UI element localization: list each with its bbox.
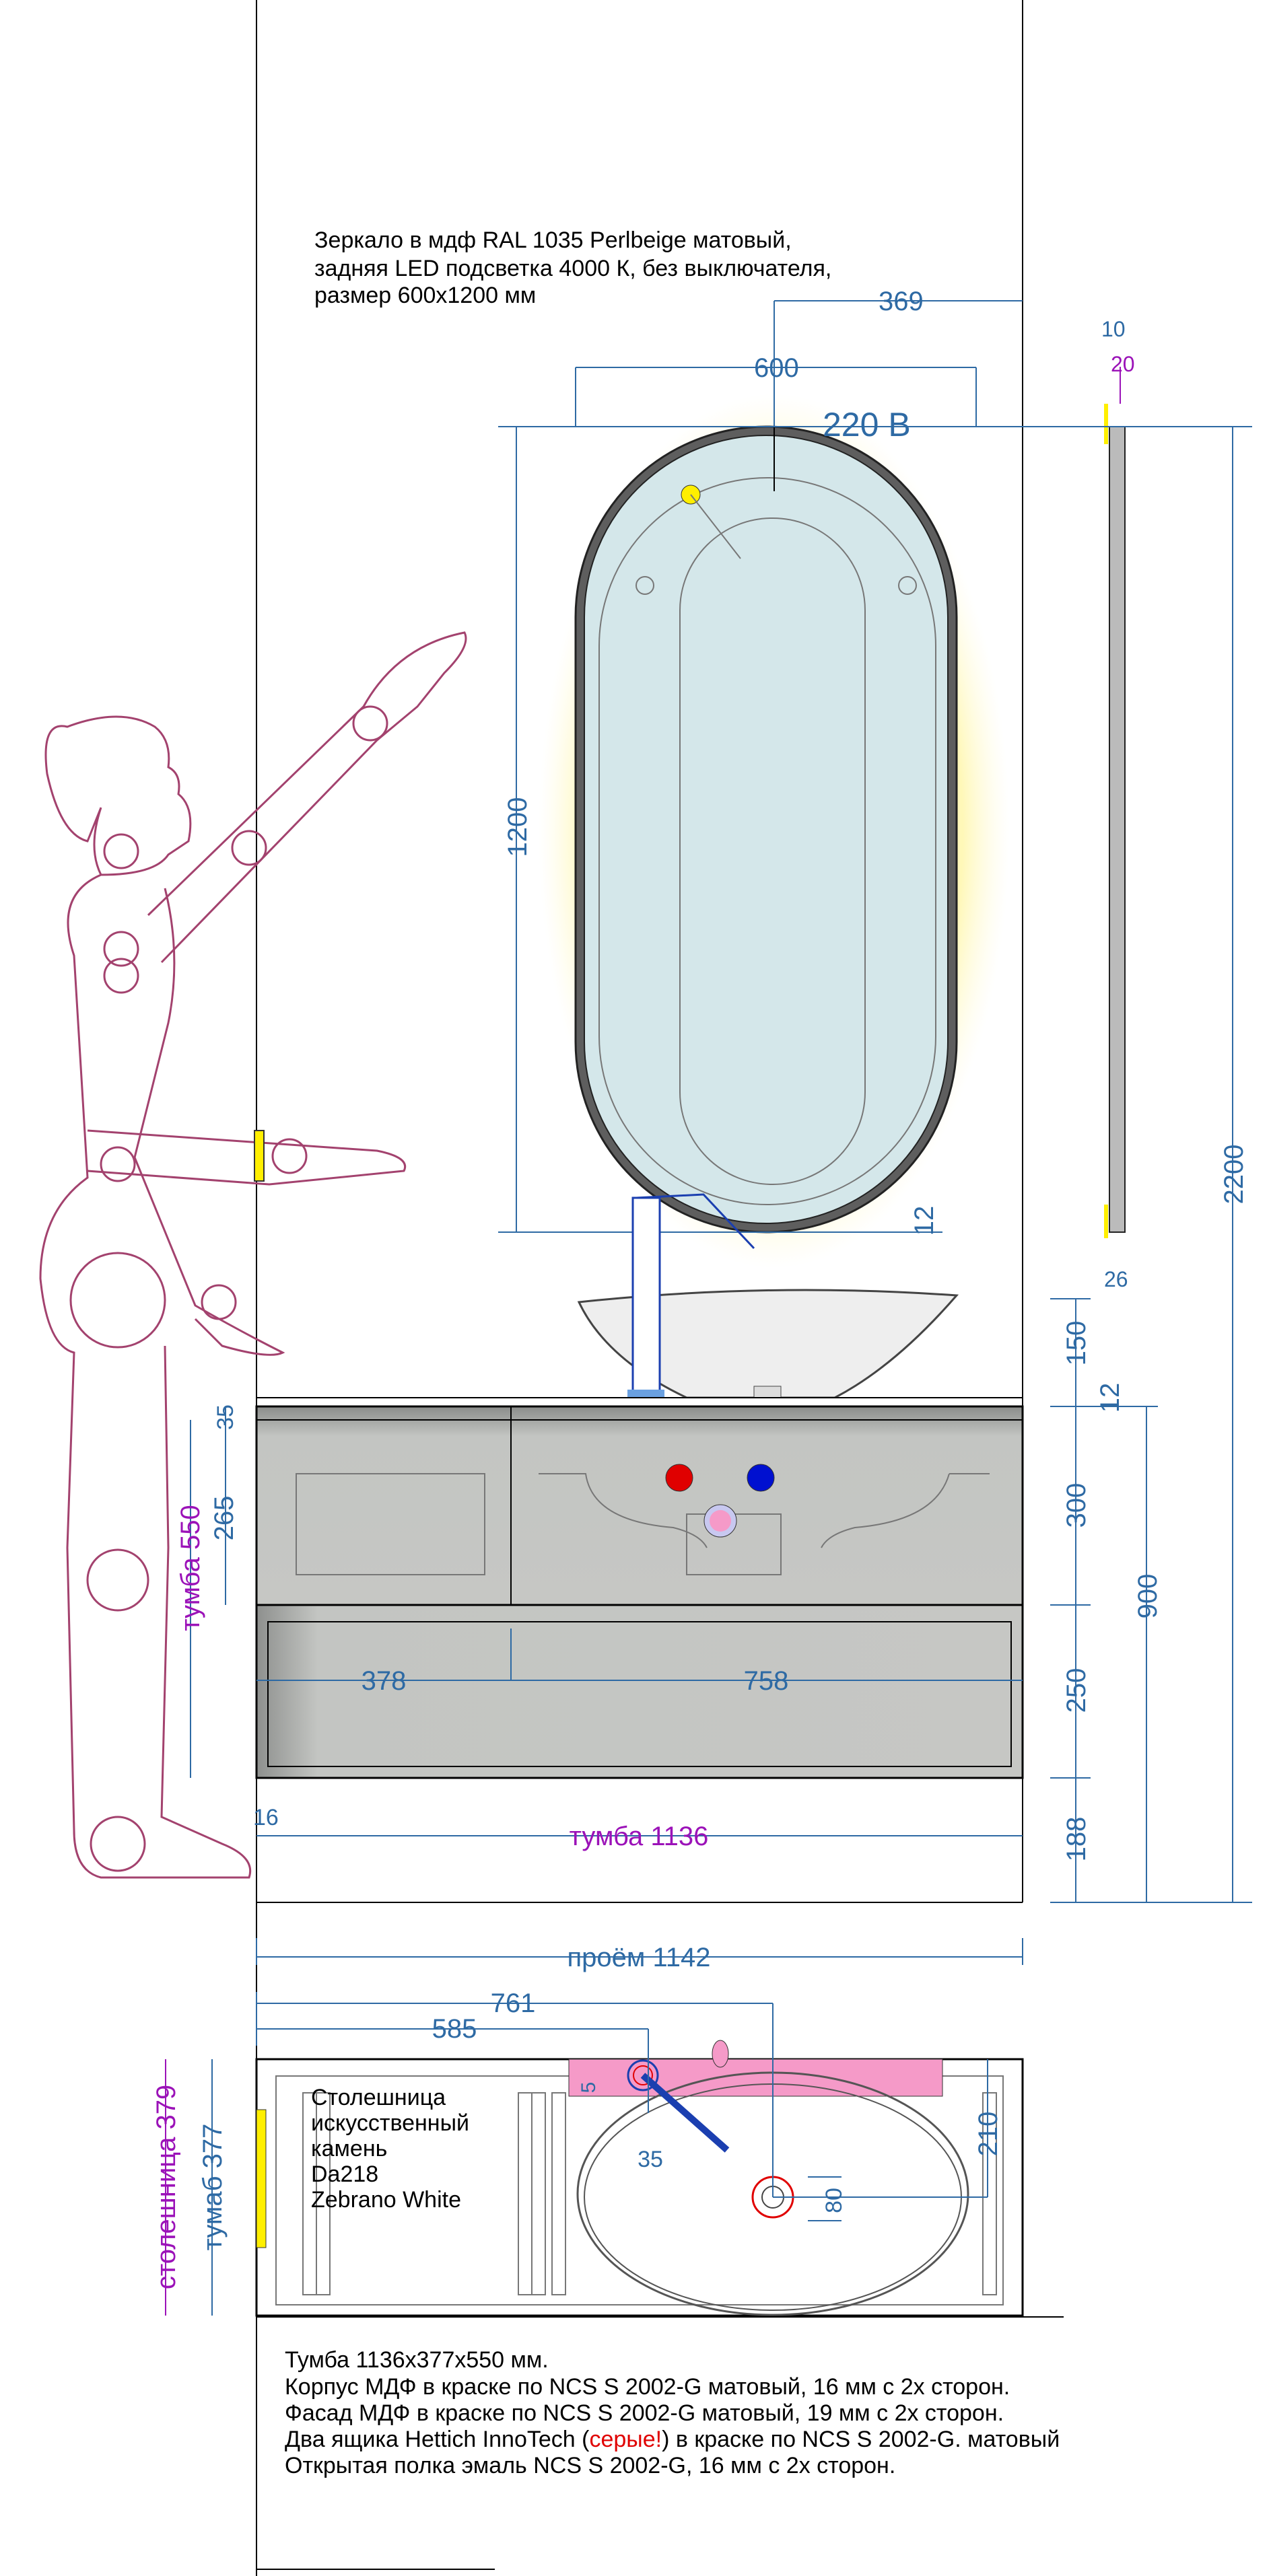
countertop-note: Столешница искусственный камень Da218 Ze… xyxy=(311,2085,469,2213)
dimension-35-top: 35 xyxy=(638,2147,663,2172)
countertop-front xyxy=(256,1397,1023,1407)
dimension-761: 761 xyxy=(491,1989,536,2018)
open-shelf xyxy=(255,1604,1024,1779)
dimension-cabinet-550: тумба 550 xyxy=(176,1505,205,1631)
cabinet-front-view xyxy=(255,1405,1024,1779)
cabinet-note-line: Корпус МДФ в краске по NCS S 2002-G мато… xyxy=(285,2374,1010,2400)
dimension-12-faucet: 12 xyxy=(909,1206,939,1236)
dimension-250: 250 xyxy=(1062,1668,1091,1713)
mirror-note: Зеркало в мдф RAL 1035 Perlbeige матовый… xyxy=(314,227,831,308)
hot-water-outlet-icon xyxy=(665,1464,693,1492)
mirror-note-line: Зеркало в мдф RAL 1035 Perlbeige матовый… xyxy=(314,227,792,253)
cabinet-note-line: Тумба 1136х377х550 мм. xyxy=(285,2347,549,2373)
cold-water-outlet-icon xyxy=(747,1464,775,1492)
drain-outlet-icon xyxy=(710,1510,731,1532)
dimension-758: 758 xyxy=(744,1666,789,1696)
mirror-note-line: размер 600х1200 мм xyxy=(314,283,536,308)
dimension-600: 600 xyxy=(754,353,799,383)
cabinet-note: Тумба 1136х377х550 мм. Корпус МДФ в крас… xyxy=(285,2347,1060,2478)
countertop-note-line: камень xyxy=(311,2136,387,2161)
dimension-16: 16 xyxy=(253,1805,279,1830)
dimension-378: 378 xyxy=(362,1666,407,1696)
dimension-150: 150 xyxy=(1062,1321,1091,1366)
countertop-note-line: Da218 xyxy=(311,2161,378,2187)
dimension-369: 369 xyxy=(879,287,924,316)
dimension-265: 265 xyxy=(209,1496,239,1541)
dimension-5: 5 xyxy=(578,2082,600,2094)
mirror-note-line: задняя LED подсветка 4000 К, без выключа… xyxy=(314,256,831,281)
cabinet-top-view xyxy=(255,2040,1064,2318)
countertop-note-line: Zebrano White xyxy=(311,2187,461,2213)
cabinet-note-line: Открытая полка эмаль NCS S 2002-G, 16 мм… xyxy=(285,2453,895,2478)
dimension-300: 300 xyxy=(1062,1483,1091,1528)
cabinet-note-text: Два ящика Hettich InnoTech ( xyxy=(285,2427,590,2452)
dimension-585: 585 xyxy=(432,2014,477,2044)
human-scale-figure xyxy=(39,631,467,1879)
mirror-side-view xyxy=(1104,404,1126,1238)
dimension-26: 26 xyxy=(1104,1267,1128,1291)
countertop-note-line: Столешница xyxy=(311,2085,446,2110)
cabinet-note-text: ) в краске по NCS S 2002-G. матовый xyxy=(662,2427,1060,2452)
dimension-80: 80 xyxy=(821,2188,847,2213)
grey-drawers-warning: серые! xyxy=(589,2427,662,2452)
mirror-front-view: 220 В xyxy=(539,301,1010,1268)
dimension-900: 900 xyxy=(1133,1574,1163,1619)
dimension-2200: 2200 xyxy=(1219,1145,1249,1205)
power-label: 220 В xyxy=(823,406,911,443)
dimension-cabinet-377: тумаб 377 xyxy=(198,2124,228,2251)
cabinet-note-line: Фасад МДФ в краске по NCS S 2002-G матов… xyxy=(285,2400,1004,2426)
dimension-10: 10 xyxy=(1101,317,1126,341)
dimension-188: 188 xyxy=(1062,1817,1091,1862)
countertop-note-line: искусственный xyxy=(311,2110,469,2136)
cabinet-dimension-lines xyxy=(190,1406,1023,1965)
dimension-lines xyxy=(498,300,1252,1903)
top-view-dimension-lines xyxy=(165,1992,988,2316)
dimension-35: 35 xyxy=(213,1404,238,1430)
drawer-top-pink xyxy=(568,2059,943,2097)
cabinet-note-line: Два ящика Hettich InnoTech (серые!) в кр… xyxy=(285,2427,1060,2452)
dimension-countertop-379: столешница 379 xyxy=(151,2085,181,2289)
dimension-cabinet-1136: тумба 1136 xyxy=(570,1822,709,1851)
dimension-12-countertop: 12 xyxy=(1095,1383,1125,1413)
dimension-210: 210 xyxy=(973,2112,1003,2157)
dimension-opening-1142: проём 1142 xyxy=(567,1943,710,1972)
dimension-1200: 1200 xyxy=(503,797,533,857)
dimension-20: 20 xyxy=(1111,352,1135,376)
